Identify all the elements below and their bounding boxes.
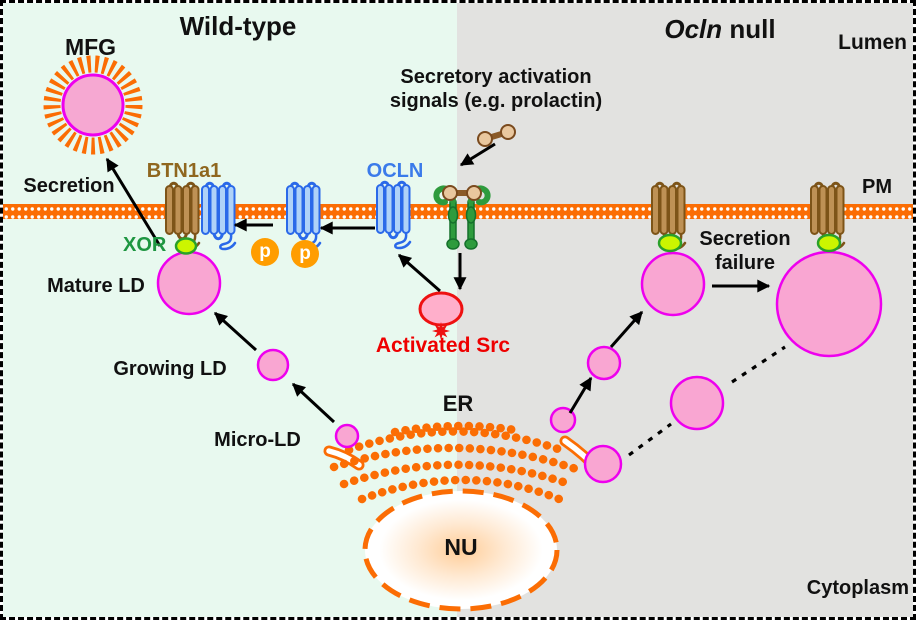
er-icon (323, 421, 605, 504)
ocln-null-micro-ld (549, 406, 577, 434)
ocln-null-docked-ld (640, 251, 706, 317)
phospho-badge-1: p (251, 238, 279, 266)
micro-ld-label: Micro-LD (214, 429, 301, 451)
xor-enzyme-left-icon (174, 237, 198, 255)
ocln-gene-name: Ocln (664, 14, 723, 44)
growing-ld-droplet (256, 348, 290, 382)
ocln-null-title: Ocln null (615, 14, 825, 45)
arrow-ligand-to-receptor (459, 142, 496, 167)
diagram-graphics (3, 55, 913, 612)
ocln-null-lower-ld (583, 444, 623, 484)
arrow-null-ld-1 (568, 376, 593, 414)
nu-label: NU (444, 534, 478, 560)
er-label: ER (442, 391, 474, 416)
btn1a1-label: BTN1a1 (146, 160, 222, 182)
xor-label: XOR (123, 234, 167, 256)
ocln-protein-3 (377, 182, 410, 248)
ocln-label: OCLN (366, 160, 424, 182)
pm-label: PM (862, 176, 892, 198)
micro-ld-droplet (334, 423, 360, 449)
ocln-protein-1 (202, 183, 235, 249)
mfg-label: MFG (64, 34, 117, 60)
xor-enzyme-right-2-icon (816, 233, 842, 253)
mfg-globule-icon (43, 55, 143, 155)
dashed-coalescence-1 (628, 422, 672, 457)
nucleus-icon (362, 488, 560, 612)
prolactin-ligand-free-icon (477, 124, 516, 147)
wild-type-title: Wild-type (179, 11, 297, 41)
activated-src-label: Activated Src (375, 334, 511, 357)
secretion-failure-label: Secretion failure (699, 228, 791, 274)
ocln-null-suffix: null (722, 14, 776, 44)
phospho-badge-2: p (291, 240, 319, 268)
mature-ld-droplet (156, 250, 222, 316)
ocln-null-coalescing-ld (669, 375, 725, 431)
prolactin-receptor-icon (433, 185, 491, 250)
secretion-label: Secretion (23, 175, 115, 197)
activated-src-icon (418, 291, 464, 340)
secretory-signals-label: Secretory activation signals (e.g. prola… (389, 66, 603, 112)
arrow-src-to-ocln (398, 253, 441, 293)
mature-ld-label: Mature LD (47, 275, 145, 297)
lumen-label: Lumen (838, 31, 907, 54)
cytoplasm-label: Cytoplasm (806, 577, 909, 599)
prolactin-ligand-bound-icon (442, 185, 482, 201)
dashed-coalescence-2 (731, 345, 786, 384)
growing-ld-label: Growing LD (113, 358, 227, 380)
arrow-micro-to-growing (291, 382, 336, 424)
arrow-growing-to-mature (213, 311, 258, 352)
ocln-null-growing-ld (586, 345, 622, 381)
xor-enzyme-right-1-icon (657, 233, 683, 253)
arrow-null-ld-2 (609, 311, 644, 348)
arrow-secretion (105, 157, 162, 247)
